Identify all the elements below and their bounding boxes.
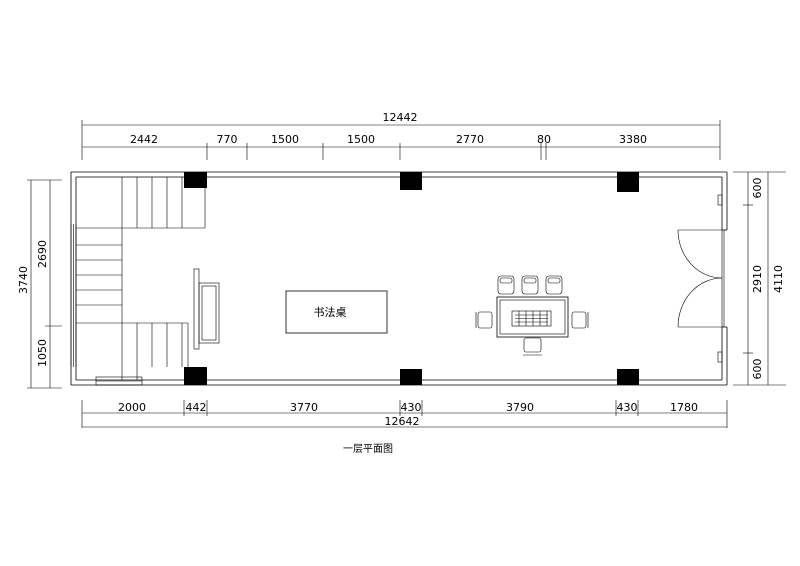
top-dimension-1: 2442 <box>130 133 158 146</box>
right-total-dimension: 4110 <box>772 265 785 293</box>
bottom-dimension-1: 2000 <box>118 401 146 414</box>
right-dimension-2: 2910 <box>751 265 764 293</box>
left-window <box>70 224 77 367</box>
column <box>400 172 422 190</box>
column <box>617 369 639 385</box>
bottom-total-dimension: 12642 <box>385 415 420 428</box>
column <box>617 172 639 192</box>
top-dimension-2: 770 <box>217 133 238 146</box>
bottom-dimension-2: 442 <box>186 401 207 414</box>
chair <box>571 311 589 329</box>
top-dimension-5: 2770 <box>456 133 484 146</box>
structural-columns <box>184 172 639 385</box>
calligraphy-desk-label: 书法桌 <box>314 305 347 319</box>
chair <box>475 311 493 329</box>
cabinet <box>193 268 220 350</box>
bottom-dimension-3: 3770 <box>290 401 318 414</box>
right-dimension-1: 600 <box>751 178 764 199</box>
top-dimension-3: 1500 <box>271 133 299 146</box>
bottom-dimension-6: 430 <box>617 401 638 414</box>
staircase <box>76 177 206 380</box>
tea-table-set <box>475 275 589 356</box>
top-dimension-7: 3380 <box>619 133 647 146</box>
stool <box>521 275 539 295</box>
bottom-window <box>95 376 143 386</box>
top-dimension-6: 80 <box>537 133 551 146</box>
left-dimension-2: 1050 <box>36 339 49 367</box>
stool <box>497 275 515 295</box>
walls <box>70 171 728 386</box>
column <box>184 367 207 385</box>
stool <box>545 275 563 295</box>
left-dimension-chain: 3740 2690 1050 <box>17 179 62 389</box>
drawing-title: 一层平面图 <box>343 443 393 455</box>
right-dimension-chain: 600 2910 600 4110 <box>733 171 786 386</box>
column <box>400 369 422 385</box>
top-dimension-4: 1500 <box>347 133 375 146</box>
bottom-dimension-7: 1780 <box>670 401 698 414</box>
left-total-dimension: 3740 <box>17 266 30 294</box>
left-dimension-1: 2690 <box>36 240 49 268</box>
entrance-double-door <box>677 229 725 328</box>
chair <box>523 337 542 356</box>
column <box>184 172 207 188</box>
right-dimension-3: 600 <box>751 359 764 380</box>
bottom-dimension-5: 3790 <box>506 401 534 414</box>
bottom-dimension-4: 430 <box>401 401 422 414</box>
top-total-dimension: 12442 <box>383 111 418 124</box>
bottom-dimension-chain: 2000 442 3770 430 3790 430 1780 12642 <box>81 400 728 428</box>
top-dimension-chain: 12442 2442 770 1500 1500 2770 80 3380 <box>81 111 721 160</box>
calligraphy-desk: 书法桌 <box>285 290 388 334</box>
